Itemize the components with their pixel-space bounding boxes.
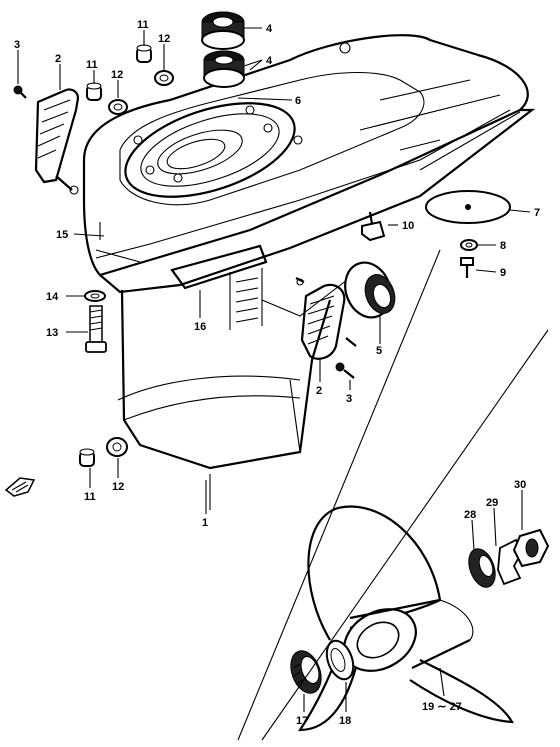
gear-case-housing — [82, 34, 536, 470]
thrust-washer-17 — [290, 650, 322, 694]
callout-12-upper: 12 — [158, 33, 170, 45]
callout-11-upper: 11 — [137, 19, 149, 31]
plug-10 — [361, 211, 386, 242]
callout-17: 17 — [296, 715, 308, 727]
screw-lower — [335, 362, 355, 379]
washer-14 — [84, 290, 106, 302]
callout-13: 13 — [46, 327, 58, 339]
callout-16: 16 — [194, 321, 206, 333]
leader-lines — [17, 27, 531, 712]
spacer-18 — [325, 639, 355, 681]
anode-lower — [295, 277, 357, 360]
anode-upper — [34, 88, 80, 195]
plug-11-lower — [79, 448, 95, 467]
callout-14: 14 — [46, 291, 59, 303]
callout-11-upper-left: 11 — [86, 59, 98, 71]
callout-18: 18 — [339, 715, 351, 727]
callout-8: 8 — [500, 240, 506, 252]
washer-28 — [468, 548, 496, 588]
callout-5: 5 — [376, 345, 382, 357]
bolt-9 — [460, 257, 474, 278]
washer-8 — [460, 239, 478, 251]
bearing-lower — [203, 50, 245, 88]
callout-15: 15 — [56, 229, 68, 241]
callout-19-27: 19 ∼ 27 — [422, 701, 462, 713]
water-intake-grille — [229, 268, 263, 330]
propeller — [297, 505, 514, 732]
bearing-upper — [201, 11, 245, 50]
bearing-5 — [344, 261, 396, 319]
front-direction-arrow-icon — [4, 477, 36, 497]
callout-2-lower: 2 — [316, 385, 322, 397]
plug-11-upper — [136, 44, 152, 63]
callout-6: 6 — [295, 95, 301, 107]
nut-30 — [512, 528, 550, 568]
callout-30: 30 — [514, 479, 526, 491]
plug-11-upper-left — [86, 82, 102, 101]
callout-11-lower: 11 — [84, 491, 96, 503]
callout-4-lower: 4 — [266, 55, 273, 67]
callout-2-upper: 2 — [55, 53, 61, 65]
callout-7: 7 — [534, 207, 540, 219]
washer-12-upper-left — [108, 99, 128, 115]
callout-1: 1 — [202, 517, 208, 529]
callout-labels: 3 2 11 12 11 12 4 4 6 7 15 10 8 9 14 13 … — [14, 19, 540, 727]
washer-12-upper — [154, 70, 174, 86]
callout-29: 29 — [486, 497, 498, 509]
callout-9: 9 — [500, 267, 506, 279]
callout-3-upper: 3 — [14, 39, 20, 51]
callout-28: 28 — [464, 509, 476, 521]
callout-12-lower: 12 — [112, 481, 124, 493]
callout-12-upper-left: 12 — [111, 69, 123, 81]
callout-4-upper: 4 — [266, 23, 273, 35]
bolt-13 — [85, 305, 107, 353]
washer-12-lower — [106, 437, 128, 457]
screw-upper — [13, 85, 27, 99]
plate-7 — [425, 190, 511, 224]
callout-10: 10 — [402, 220, 414, 232]
callout-3-lower: 3 — [346, 393, 352, 405]
